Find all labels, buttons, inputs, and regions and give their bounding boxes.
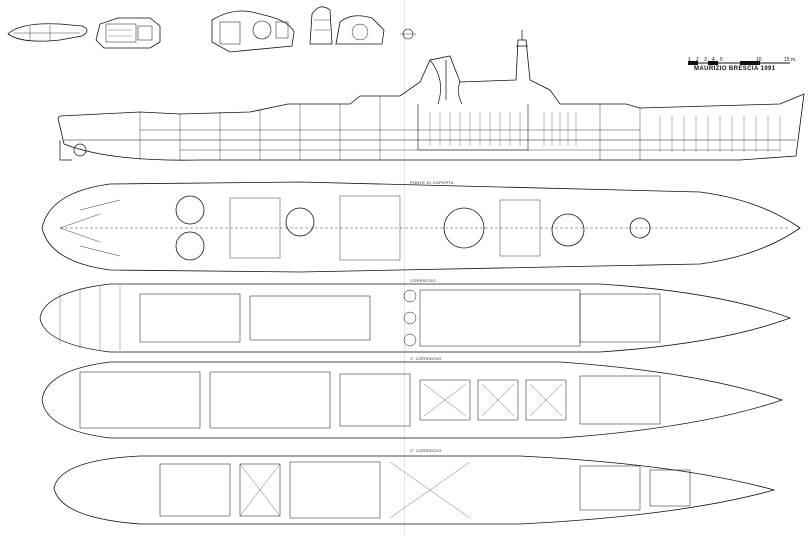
scale-label-5: 5 [720,57,723,63]
scale-label-1: 1 [688,57,691,63]
deck-plan-corridoio [39,283,792,353]
deck-label-corridoio: CORRIDOIO [410,278,436,283]
detail-view-bridge [95,17,161,49]
detail-view-bow [7,23,88,42]
deck-label-2nd-corridoio: 2° CORRIDOIO [410,448,442,453]
scale-bar [688,61,790,65]
deck-plan-1st-corridoio [41,361,784,439]
detail-view-superstructure [211,10,295,53]
deck-label-1st-corridoio: 1° CORRIDOIO [410,356,442,361]
deck-label-ponte-di-coperta: PONTE DI COPERTA [410,180,454,185]
scale-label-4: 4 [712,57,715,63]
deck-plan-upper [41,181,801,273]
scale-label-2: 2 [696,57,699,63]
sheet-fold-line [404,0,405,537]
profile-elevation [57,30,805,161]
scale-label-10: 10 [756,57,762,63]
drawing-credit: MAURIZIO BRESCIA 1991 [694,66,776,72]
deck-plan-2nd-corridoio [53,455,776,525]
scale-label-15m: 15 m. [784,57,797,63]
detail-view-mast [309,6,416,45]
scale-label-3: 3 [704,57,707,63]
